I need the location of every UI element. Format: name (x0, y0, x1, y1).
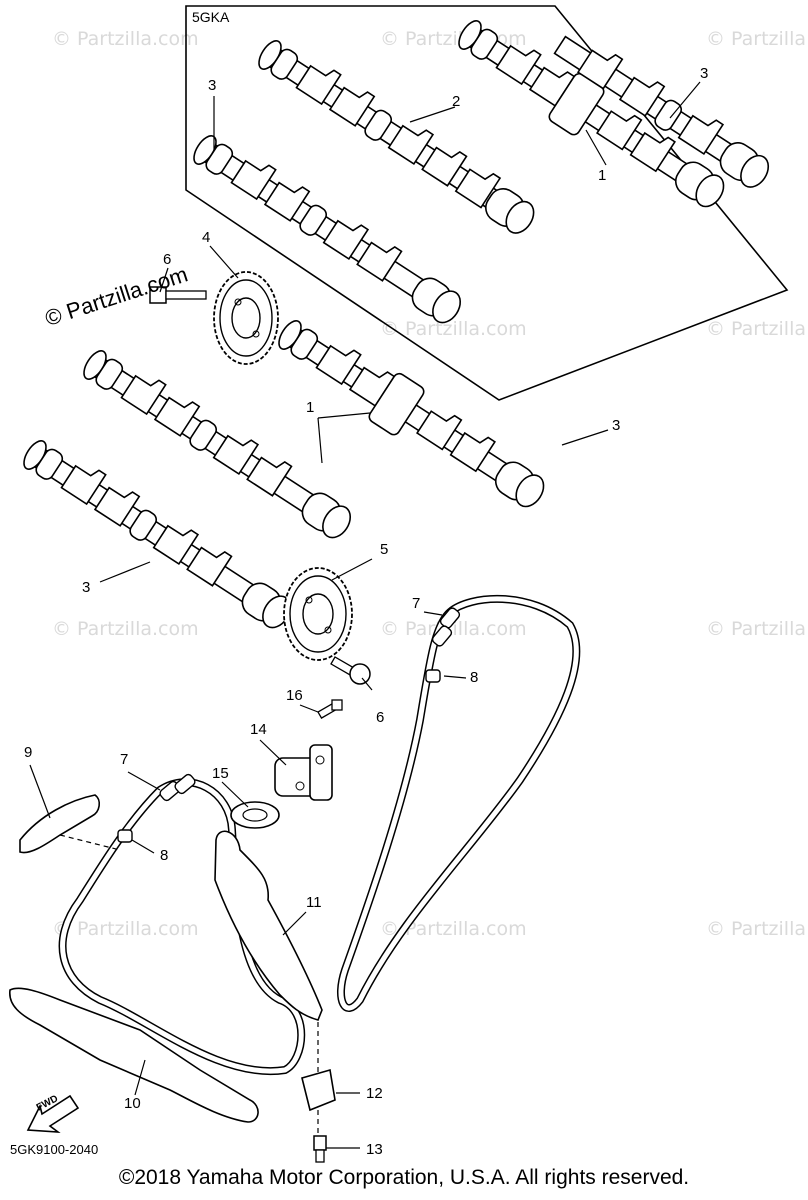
callout-7: 7 (120, 751, 129, 768)
inset-box (185, 5, 789, 401)
callout-5: 5 (380, 541, 389, 558)
callout-1: 1 (306, 399, 315, 416)
callout-3: 3 (82, 579, 91, 596)
callout-7: 7 (412, 595, 421, 612)
callout-14: 14 (250, 721, 267, 738)
tensioner-bolt-16 (317, 699, 343, 719)
chain-link-7-right (431, 607, 461, 647)
camshaft-3-inset-left (193, 135, 462, 324)
chain-clip-8-right (425, 669, 441, 683)
timing-chain-right (337, 595, 581, 1012)
chain-guide-11 (214, 830, 323, 1021)
callout-3: 3 (700, 65, 709, 82)
callout-3: 3 (208, 77, 217, 94)
watermark: © Partzilla.com (380, 918, 527, 940)
callout-2: 2 (452, 93, 461, 110)
chain-link-7-left (159, 773, 196, 802)
drawing-code: 5GK9100-2040 (10, 1142, 99, 1157)
sprocket-bolt-6-lower (330, 656, 371, 685)
callout-9: 9 (24, 744, 33, 761)
callout-6: 6 (163, 251, 172, 268)
callout-12: 12 (366, 1085, 383, 1102)
group-label: 5GKA (192, 9, 230, 25)
leader-lines (29, 81, 701, 1149)
watermark: © Partzilla.com (706, 918, 808, 940)
callout-1: 1 (598, 167, 607, 184)
callout-13: 13 (366, 1141, 383, 1158)
watermark: © Partzilla.com (706, 618, 808, 640)
camshaft-1-main-left (83, 350, 352, 539)
callout-8: 8 (470, 669, 479, 686)
watermark: © Partzilla.com (52, 918, 199, 940)
chain-guide-9 (19, 794, 101, 854)
sprocket-bolt-6-upper (149, 286, 207, 304)
callout-4: 4 (202, 229, 211, 246)
camshaft-3-inset-right (553, 35, 770, 188)
watermark: © Partzilla.com (706, 28, 808, 50)
watermark: © Partzilla.com (706, 318, 808, 340)
callout-16: 16 (286, 687, 303, 704)
guide-stopper-12 (301, 1068, 336, 1112)
cam-sprocket-4 (213, 271, 279, 365)
callout-6: 6 (376, 709, 385, 726)
bolt-13 (313, 1135, 327, 1163)
callout-10: 10 (124, 1095, 141, 1112)
camshaft-2-inset (258, 40, 535, 234)
callout-15: 15 (212, 765, 229, 782)
watermark: © Partzilla.com (52, 28, 199, 50)
watermark: © Partzilla.com (380, 318, 527, 340)
fwd-arrow (26, 1094, 80, 1133)
chain-tensioner-14 (274, 744, 333, 801)
camshaft-1-main-right (278, 320, 545, 508)
callout-8: 8 (160, 847, 169, 864)
chain-guide-10 (9, 987, 259, 1123)
watermark: © Partzilla.com (52, 618, 199, 640)
callout-3: 3 (612, 417, 621, 434)
camshaft-1-inset (458, 20, 725, 208)
callout-11: 11 (306, 894, 322, 911)
copyright-notice: ©2018 Yamaha Motor Corporation, U.S.A. A… (118, 1166, 690, 1189)
tensioner-gasket-15 (230, 801, 280, 829)
chain-clip-8-left (117, 829, 133, 843)
cam-sprocket-5 (283, 567, 353, 661)
watermark: © Partzilla.com (380, 618, 527, 640)
